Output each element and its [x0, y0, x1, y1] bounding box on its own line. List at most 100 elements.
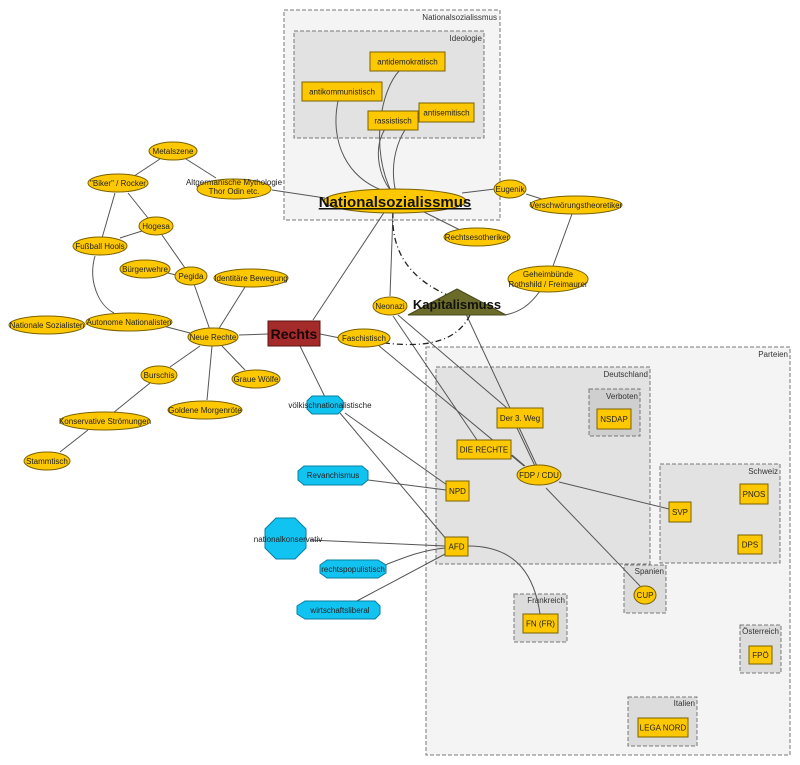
- svg-text:Geheimbünde: Geheimbünde: [523, 270, 574, 279]
- group-label-ideologie: Ideologie: [450, 34, 483, 43]
- svg-text:PNOS: PNOS: [743, 490, 766, 499]
- edge-neonazi-die-rechte: [392, 315, 478, 441]
- svg-text:Thor Odin etc.: Thor Odin etc.: [209, 187, 260, 196]
- node-nationalkonservativ[interactable]: nationalkonservativ: [254, 517, 322, 560]
- edge-konservative-stammtisch: [59, 429, 89, 453]
- svg-text:Identitäre Bewegung: Identitäre Bewegung: [214, 274, 287, 283]
- svg-text:Konservative Strömungen: Konservative Strömungen: [59, 417, 151, 426]
- node-fpoe[interactable]: FPÖ: [748, 645, 773, 665]
- node-npd[interactable]: NPD: [445, 480, 470, 502]
- svg-text:rassistisch: rassistisch: [374, 117, 411, 126]
- node-identitaere[interactable]: Identitäre Bewegung: [213, 268, 289, 288]
- edge-neue-rechte-rechts: [238, 333, 269, 336]
- svg-text:wirtschaftsliberal: wirtschaftsliberal: [309, 606, 369, 615]
- node-der3weg[interactable]: Der 3. Weg: [496, 407, 544, 429]
- edge-neue-rechte-burschis: [169, 345, 201, 368]
- edge-hogesa-pegida: [161, 234, 186, 269]
- node-antisemitisch[interactable]: antisemitisch: [418, 102, 475, 123]
- edge-burschis-konservative: [112, 382, 151, 414]
- node-die-rechte[interactable]: DIE RECHTE: [456, 439, 512, 460]
- edge-biker-hogesa: [127, 192, 149, 219]
- edge-rechts-faschistisch: [319, 333, 341, 339]
- svg-text:Revanchismus: Revanchismus: [307, 471, 359, 480]
- node-graue-woelfe[interactable]: Graue Wölfe: [231, 369, 281, 389]
- edge-geheimbuende-kapitalismus: [504, 290, 541, 316]
- node-rechtspopulistisch[interactable]: rechtspopulistisch: [319, 559, 387, 579]
- svg-text:Burschis: Burschis: [144, 371, 175, 380]
- node-dps[interactable]: DPS: [737, 534, 763, 555]
- edge-hogesa-fussball: [119, 230, 143, 239]
- edge-die-rechte-fdp-cdu: [511, 454, 526, 467]
- group-label-spanien: Spanien: [635, 567, 664, 576]
- edge-fussball-autonome: [92, 255, 115, 314]
- node-buergerwehre[interactable]: Bürgerwehre: [119, 259, 171, 279]
- svg-text:Verschwörungstheoretiker: Verschwörungstheoretiker: [530, 201, 623, 210]
- svg-text:Metalszene: Metalszene: [153, 147, 194, 156]
- group-label-italien: Italien: [674, 699, 695, 708]
- svg-text:Pegida: Pegida: [179, 272, 204, 281]
- node-pnos[interactable]: PNOS: [739, 483, 769, 505]
- edge-identitaere-neue-rechte: [217, 286, 246, 331]
- node-rechtsesotheriker[interactable]: Rechtsesotheriker: [443, 227, 511, 247]
- svg-text:CUP: CUP: [637, 591, 654, 600]
- node-afd[interactable]: AFD: [444, 536, 469, 557]
- svg-text:antikommunistisch: antikommunistisch: [309, 88, 375, 97]
- edge-verschwoerung-geheimbuende: [552, 213, 573, 267]
- node-wirtschaftsliberal[interactable]: wirtschaftsliberal: [296, 600, 381, 620]
- node-geheimbuende[interactable]: Geheimbünde Rothshild / Freimaurer: [507, 265, 589, 293]
- node-cup[interactable]: CUP: [633, 585, 657, 605]
- node-biker[interactable]: "Biker" / Rocker: [87, 173, 149, 193]
- svg-text:DPS: DPS: [742, 541, 758, 550]
- svg-text:rechtspopulistisch: rechtspopulistisch: [321, 565, 385, 574]
- svg-text:Rothshild / Freimaurer: Rothshild / Freimaurer: [508, 280, 587, 289]
- node-rassistisch[interactable]: rassistisch: [367, 110, 419, 131]
- svg-text:Eugenik: Eugenik: [496, 185, 526, 194]
- node-nationalsozialismus[interactable]: Nationalsozialissmus: [319, 188, 472, 214]
- node-faschistisch[interactable]: Faschistisch: [337, 328, 391, 348]
- node-svp[interactable]: SVP: [668, 501, 692, 523]
- node-goldene[interactable]: Goldene Morgenröte: [167, 400, 243, 420]
- edge-antikommunistisch-nationalsozialismus: [335, 100, 391, 194]
- node-neue-rechte[interactable]: Neue Rechte: [187, 327, 239, 347]
- node-rechts[interactable]: Rechts: [267, 320, 321, 347]
- node-fussball[interactable]: Fußball Hools: [72, 236, 128, 256]
- node-altgermanische[interactable]: Altgermanische Mythologie Thor Odin etc.: [186, 178, 283, 200]
- edge-fdp-cdu-svp: [558, 481, 670, 510]
- svg-text:antidemokratisch: antidemokratisch: [377, 58, 437, 67]
- node-voelkisch[interactable]: völkischnationalistische: [288, 395, 372, 415]
- node-kapitalismus[interactable]: Kapitalismuss: [407, 288, 507, 316]
- edge-wirtschaftsliberal-afd: [354, 552, 448, 603]
- node-metalszene[interactable]: Metalszene: [148, 141, 198, 161]
- edge-rechts-nationalsozialismus: [312, 210, 386, 321]
- node-burschis[interactable]: Burschis: [140, 365, 178, 385]
- node-konservative[interactable]: Konservative Strömungen: [59, 411, 151, 431]
- edge-kapitalismus-fdp-cdu: [465, 313, 538, 467]
- node-autonome[interactable]: Autonome Nationalisten: [85, 312, 173, 332]
- edge-nationalsozialismus-rechtsesotheriker: [419, 209, 461, 231]
- svg-text:"Biker" / Rocker: "Biker" / Rocker: [90, 179, 146, 188]
- node-stammtisch[interactable]: Stammtisch: [23, 451, 71, 471]
- node-nsdap[interactable]: NSDAP: [596, 408, 632, 430]
- dashed-arc-nationalsozialismus-kapitalismus-faschistisch: [376, 211, 471, 346]
- node-neonazi[interactable]: Neonazi: [372, 296, 408, 316]
- node-antikommunistisch[interactable]: antikommunistisch: [301, 81, 383, 102]
- node-eugenik[interactable]: Eugenik: [493, 179, 527, 199]
- node-lega[interactable]: LEGA NORD: [637, 717, 689, 738]
- node-hogesa[interactable]: Hogesa: [138, 216, 174, 236]
- edge-metalszene-altgermanische: [185, 158, 217, 179]
- node-nat-sozialisten[interactable]: Nationale Sozialisten: [8, 315, 86, 335]
- svg-text:Bürgerwehre: Bürgerwehre: [122, 265, 168, 274]
- node-revanchismus[interactable]: Revanchismus: [297, 465, 369, 486]
- node-pegida[interactable]: Pegida: [174, 266, 208, 286]
- svg-text:nationalkonservativ: nationalkonservativ: [254, 535, 322, 544]
- edge-fdp-cdu-cup: [545, 487, 641, 587]
- node-fn[interactable]: FN (FR): [522, 613, 559, 634]
- node-antidemokratisch[interactable]: antidemokratisch: [369, 51, 446, 72]
- node-fdp-cdu[interactable]: FDP / CDU: [516, 464, 562, 486]
- group-label-parteien: Parteien: [758, 350, 788, 359]
- node-verschwoerung[interactable]: Verschwörungstheoretiker: [529, 195, 623, 215]
- edge-der3weg-fdp-cdu: [516, 427, 536, 467]
- svg-text:LEGA NORD: LEGA NORD: [640, 724, 687, 733]
- edge-autonome-neue-rechte: [162, 325, 191, 334]
